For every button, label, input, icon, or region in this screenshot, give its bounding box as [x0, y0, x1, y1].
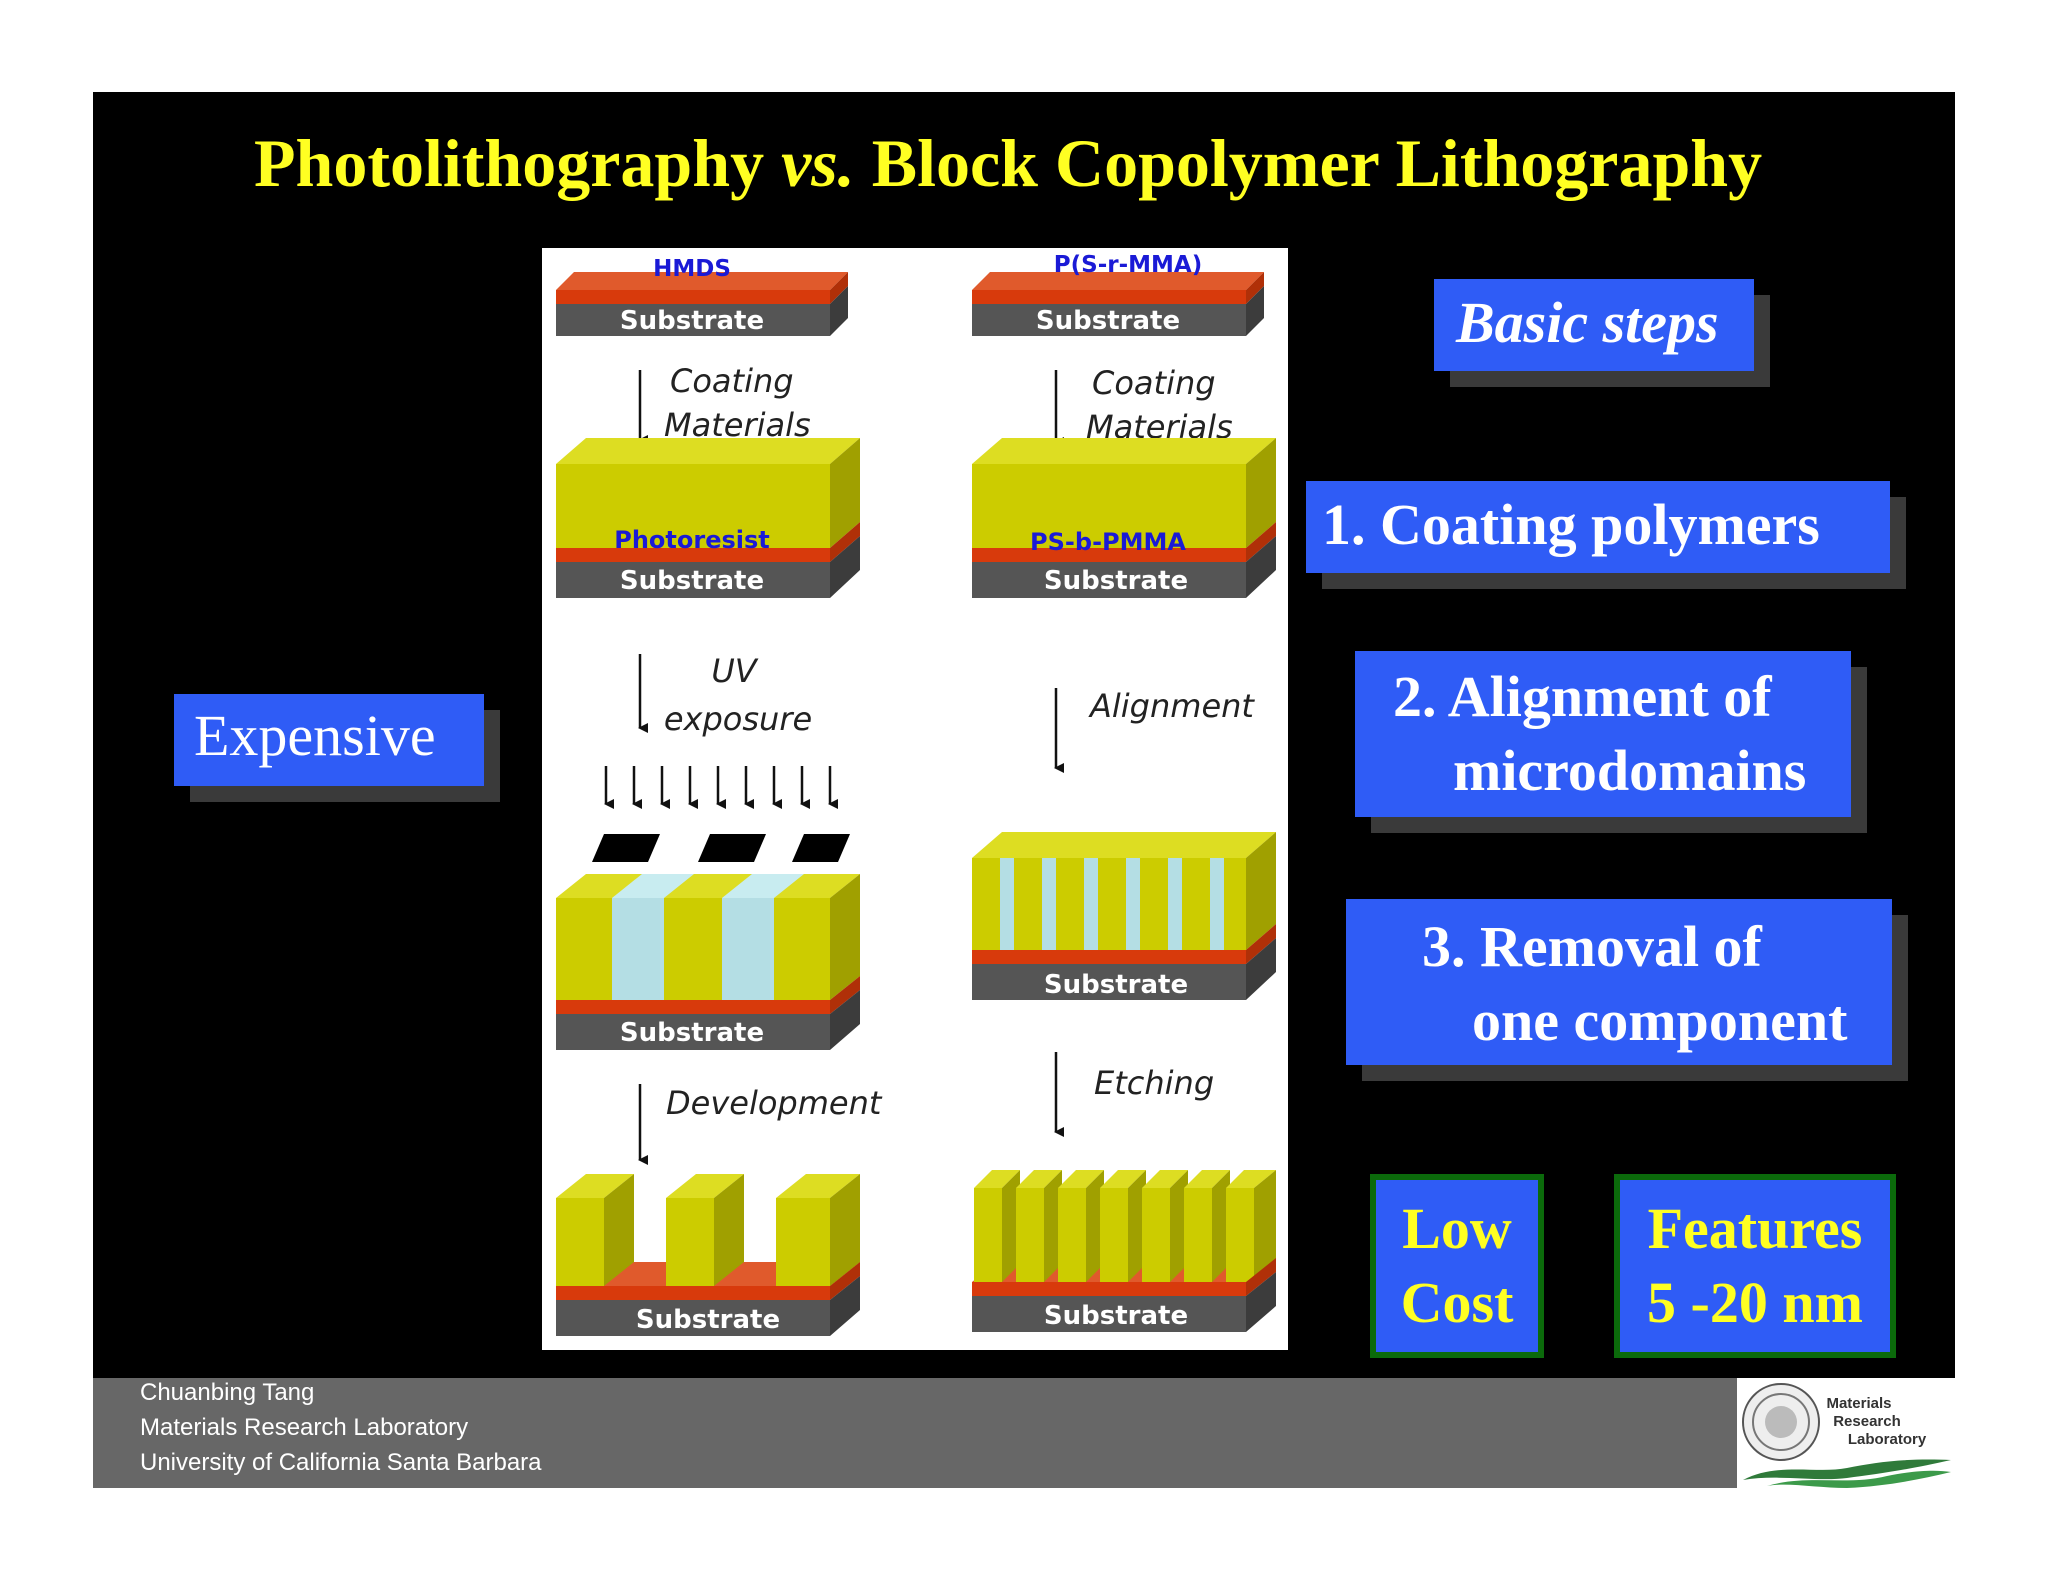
left-stack-2: [556, 438, 860, 598]
right-stack-1: [972, 272, 1264, 336]
footer-bar: Chuanbing Tang Materials Research Labora…: [93, 1378, 1737, 1488]
uc-seal-icon: Materials Research Laboratory: [1742, 1383, 1951, 1488]
slide-title: Photolithography vs. Block Copolymer Lit…: [254, 118, 1874, 208]
psrmma-label: P(S-r-MMA): [1054, 252, 1202, 278]
expensive-badge: Expensive: [174, 694, 484, 786]
logo-text-3: Laboratory: [1848, 1431, 1927, 1448]
title-vs: vs.: [781, 125, 855, 201]
logo-text-1: Materials: [1826, 1395, 1891, 1412]
hmds-label: HMDS: [653, 256, 731, 282]
left-stack-3: [556, 874, 860, 1050]
step-3-label-line-2: one component: [1472, 988, 1848, 1053]
footer-university: University of California Santa Barbara: [140, 1449, 542, 1476]
substrate-label: Substrate: [1044, 566, 1188, 596]
features-badge: Features 5 -20 nm: [1614, 1174, 1896, 1358]
substrate-label: Substrate: [1044, 1301, 1188, 1331]
step-1-label: 1. Coating polymers: [1322, 492, 1820, 557]
uv-rays-icon: [604, 766, 838, 809]
title-part-1: Photolithography: [254, 125, 782, 201]
step-uv-label: UV: [711, 652, 758, 690]
step-coating-label: Coating: [670, 362, 794, 400]
substrate-label: Substrate: [620, 566, 764, 596]
photomask-icon: [592, 834, 850, 862]
footer-author: Chuanbing Tang: [140, 1379, 315, 1406]
logo-text-2: Research: [1833, 1413, 1901, 1430]
step-alignment-label: Alignment: [1088, 687, 1255, 725]
step-exposure-label: exposure: [664, 700, 812, 738]
basic-steps-heading: Basic steps: [1434, 279, 1754, 371]
step-materials-label: Materials: [664, 406, 811, 444]
substrate-label: Substrate: [620, 306, 764, 336]
ps-b-pmma-label: PS-b-PMMA: [1030, 528, 1186, 556]
substrate-label: Substrate: [636, 1305, 780, 1335]
basic-steps-label: Basic steps: [1456, 290, 1719, 355]
right-stack-3: [972, 832, 1276, 1000]
step-2-label-line-1: 2. Alignment of: [1393, 664, 1772, 729]
step-development-label: Development: [666, 1084, 883, 1122]
mrl-logo: Materials Research Laboratory: [1737, 1378, 1955, 1488]
process-diagram-svg: HMDS Substrate Coating Materials Photore…: [556, 252, 1276, 1336]
substrate-label: Substrate: [620, 1018, 764, 1048]
substrate-label: Substrate: [1036, 306, 1180, 336]
step-etching-label: Etching: [1094, 1064, 1214, 1102]
step-2-label-line-2: microdomains: [1453, 738, 1807, 803]
step-3-label-line-1: 3. Removal of: [1422, 914, 1762, 979]
low-cost-line-1: Low: [1402, 1196, 1512, 1261]
step-1-box: 1. Coating polymers: [1306, 481, 1890, 573]
step-3-box: 3. Removal of one component: [1346, 899, 1892, 1065]
step-2-box: 2. Alignment of microdomains: [1355, 651, 1851, 817]
left-stack-4: [556, 1174, 860, 1336]
step-coating-label: Coating: [1092, 364, 1216, 402]
process-diagram: HMDS Substrate Coating Materials Photore…: [542, 248, 1288, 1350]
right-stack-2: [972, 438, 1276, 598]
left-stack-1: [556, 272, 848, 336]
photoresist-label: Photoresist: [614, 526, 770, 554]
low-cost-line-2: Cost: [1400, 1270, 1514, 1335]
substrate-label: Substrate: [1044, 970, 1188, 1000]
features-line-1: Features: [1647, 1196, 1863, 1261]
expensive-label: Expensive: [194, 703, 436, 768]
title-part-2: Block Copolymer Lithography: [854, 125, 1763, 201]
low-cost-badge: Low Cost: [1370, 1174, 1544, 1358]
right-stack-4: [972, 1170, 1276, 1332]
features-line-2: 5 -20 nm: [1647, 1270, 1863, 1335]
footer-lab: Materials Research Laboratory: [140, 1414, 469, 1441]
